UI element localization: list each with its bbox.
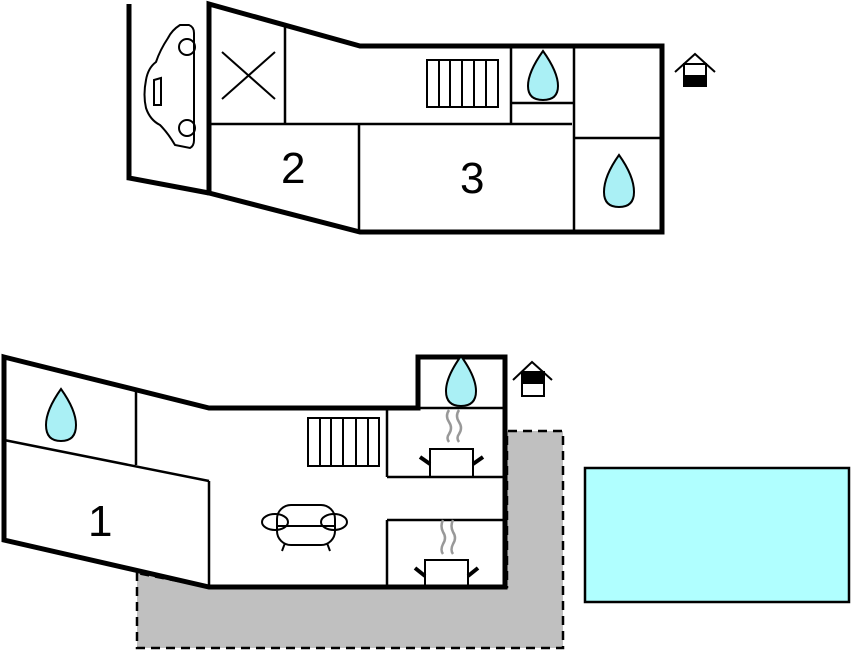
bathroom-drop-icon — [444, 354, 478, 408]
car-icon — [143, 24, 196, 150]
upper-floor: 2 3 — [126, 0, 716, 235]
stairs-icon — [307, 417, 380, 467]
terrace — [135, 429, 565, 650]
void-cross-icon — [221, 51, 276, 100]
ground-outer-wall — [1, 353, 508, 590]
room-label-1: 1 — [88, 497, 112, 546]
room-label-2: 2 — [281, 144, 305, 193]
kitchen-stove-icon — [418, 409, 485, 478]
kitchen-stove-icon — [413, 519, 480, 588]
wall — [3, 438, 210, 483]
pool — [583, 466, 851, 604]
room-label-3: 3 — [460, 154, 484, 203]
ground-floor: 1 — [1, 353, 553, 590]
floor-indicator-icon — [512, 360, 553, 397]
sofa-icon — [261, 504, 348, 552]
stairs-icon — [426, 59, 499, 108]
floor-indicator-icon — [674, 52, 716, 87]
upper-outer-wall — [206, 0, 665, 235]
bathroom-drop-icon — [526, 49, 560, 102]
bathroom-drop-icon — [602, 153, 636, 209]
carport-wall — [126, 4, 210, 196]
bathroom-drop-icon — [44, 387, 78, 443]
